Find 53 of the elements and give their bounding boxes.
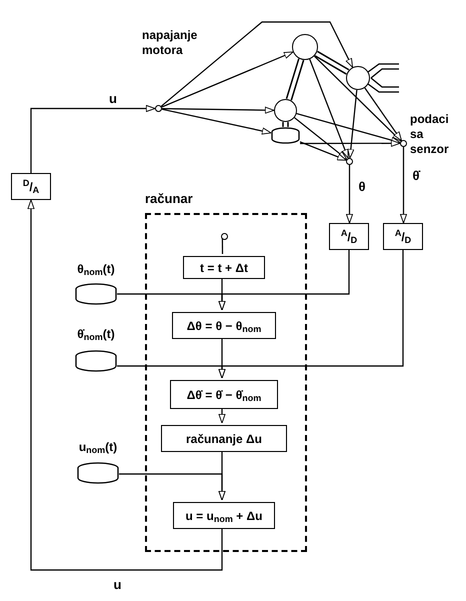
box-text: u = u$_{nom}$ + Δu	[186, 510, 262, 522]
robot-link	[286, 58, 304, 100]
process-box	[170, 380, 278, 409]
arrow	[160, 21, 354, 107]
box-text: Δθ̇ = θ̇ − θ̇$_{nom}$	[186, 388, 262, 400]
robot-link	[314, 50, 350, 75]
process-box	[183, 256, 265, 279]
note-text: napajanje motora	[142, 28, 198, 58]
box-text: t = t + Δt	[200, 262, 248, 274]
box-text: Δθ = θ − θ$_{nom}$	[186, 320, 262, 332]
sensor-terminal	[346, 158, 353, 165]
arrow	[296, 113, 401, 144]
converter-box	[329, 223, 369, 250]
store-label: θ̇$_{nom}$(t)	[77, 327, 115, 342]
store-label: u$_{nom}$(t)	[78, 440, 118, 455]
process-box	[161, 425, 287, 452]
arrow	[364, 88, 402, 142]
box-text: $^{A}$/$_{D}$	[340, 230, 358, 242]
arrow	[162, 108, 272, 134]
arrow	[218, 407, 226, 424]
data-store	[75, 262, 117, 305]
arrow	[161, 51, 294, 108]
arrow	[218, 250, 404, 378]
arrow	[28, 200, 223, 571]
robot-base	[271, 127, 300, 145]
box-text: računanje Δu	[186, 432, 262, 444]
data-store	[75, 327, 117, 372]
arrow	[314, 56, 402, 142]
process-box	[173, 502, 275, 529]
box-text: $^{A}$/$_{D}$	[394, 230, 412, 242]
process-box	[172, 312, 276, 339]
arrow	[300, 141, 347, 161]
arrow	[294, 117, 348, 160]
arrow	[300, 140, 400, 147]
edge-label: θ̇	[411, 168, 421, 182]
edge-label: θ	[357, 180, 367, 193]
arrow	[309, 58, 349, 159]
box-text: $^{D}$/$_{A}$	[22, 180, 40, 192]
arrow	[30, 105, 156, 173]
data-store	[77, 440, 119, 484]
note-text: podaci sa senzor	[410, 112, 450, 157]
arrow	[218, 250, 350, 310]
arrow	[346, 165, 353, 224]
arrow	[162, 106, 274, 114]
arrow	[347, 90, 358, 158]
sensor-terminal	[400, 140, 407, 147]
arrow	[119, 473, 226, 500]
store-label: θ$_{nom}$(t)	[77, 262, 115, 277]
start-terminal	[221, 233, 228, 240]
arrow	[400, 147, 407, 224]
converter-box	[11, 173, 51, 200]
converter-box	[383, 223, 423, 250]
frame-heading: računar	[145, 191, 193, 208]
